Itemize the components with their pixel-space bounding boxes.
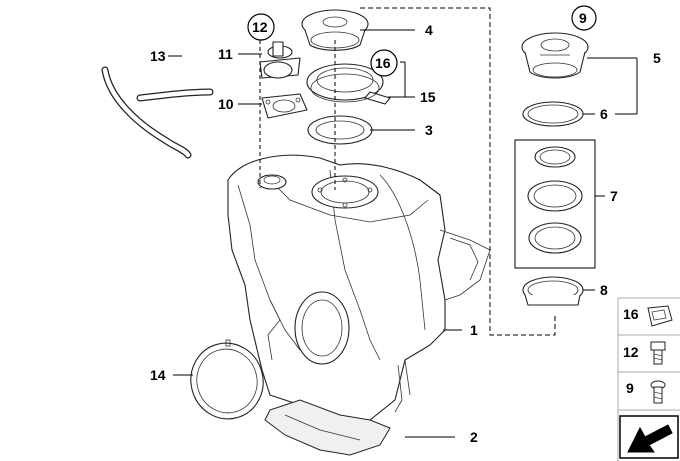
hose-clamp[interactable] [522,276,584,306]
callout-8: 8 [600,282,608,298]
hex-bolt-icon [650,341,666,365]
fuel-tank[interactable] [227,154,491,426]
locking-ring[interactable] [306,63,391,105]
callout-5: 5 [653,50,661,66]
callout-3: 3 [425,122,433,138]
callout-16-circle: 16 [370,49,398,77]
sidebar-item-12[interactable]: 12 [623,341,666,365]
callout-10: 10 [218,96,234,112]
callout-14: 14 [150,367,166,383]
clamping-ring[interactable] [182,335,271,427]
callout-12: 12 [252,19,268,35]
filler-opening [311,175,379,209]
callout-7: 7 [610,188,618,204]
screw-icon [650,380,666,404]
callout-9: 9 [579,10,587,26]
small-parts-panel [617,297,680,461]
arrow-icon[interactable] [619,415,679,459]
sidebar-item-label: 9 [626,380,634,396]
callout-13: 13 [150,48,166,64]
callout-4: 4 [425,22,433,38]
callout-1: 1 [470,322,478,338]
callout-16: 16 [375,55,391,71]
seal-ring-medium[interactable] [527,180,583,212]
filler-neck[interactable] [521,32,589,79]
callout-9-circle: 9 [571,5,597,31]
callout-15: 15 [420,89,436,105]
vent-hose[interactable] [101,66,214,159]
o-ring-6[interactable] [522,101,584,127]
callout-12-circle: 12 [247,13,275,41]
seal-set-frame [514,139,596,269]
vent-fitting [257,174,287,190]
sidebar-item-label: 12 [623,344,639,360]
filler-cap[interactable] [301,9,369,51]
sidebar-item-label: 16 [623,306,639,322]
sidebar-item-9[interactable]: 9 [626,380,666,404]
speed-nut-icon [647,305,673,327]
seal-ring-small[interactable] [534,146,576,168]
seal-ring-large[interactable] [528,222,582,254]
callout-2: 2 [470,429,478,445]
tank-gasket[interactable] [307,115,373,145]
leader-lines [168,7,638,438]
vent-valve[interactable] [259,41,301,79]
heat-shield[interactable] [264,399,391,456]
valve-gasket[interactable] [261,93,308,119]
pump-opening [294,291,350,365]
callout-11: 11 [218,46,233,62]
sidebar-item-16[interactable]: 16 [623,305,673,327]
callout-6: 6 [600,106,608,122]
